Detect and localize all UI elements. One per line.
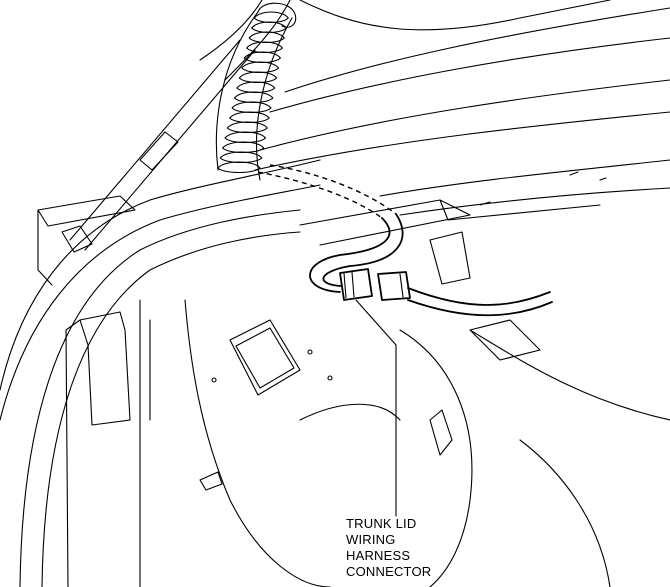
- grommet-rib: [246, 41, 283, 54]
- grommet-rib: [238, 71, 278, 84]
- grommet-rib: [224, 131, 266, 144]
- support-strut: [61, 39, 256, 253]
- grommet-rib: [226, 121, 268, 134]
- grommet-rib: [243, 51, 281, 64]
- grommet-rib: [251, 21, 287, 34]
- callout-line-1: TRUNK LID: [346, 516, 417, 531]
- grommet-rib: [241, 61, 280, 74]
- grommet-rib: [253, 11, 289, 24]
- callout-line-3: HARNESS: [346, 548, 411, 563]
- trunk-lid-wiring-harness-connector-label: TRUNK LID WIRING HARNESS CONNECTOR: [346, 516, 431, 580]
- connector-left: [339, 268, 373, 301]
- callout-line-2: WIRING: [346, 532, 396, 547]
- connector-right: [377, 271, 411, 301]
- callout-line-4: CONNECTOR: [346, 564, 432, 579]
- grommet-rib: [231, 101, 272, 114]
- grommet-rib: [222, 141, 265, 154]
- grommet-rib: [229, 111, 270, 124]
- corrugated-grommet: [215, 2, 297, 181]
- grommet-rib: [236, 81, 276, 94]
- grommet-rib: [219, 151, 263, 164]
- grommet-rib: [233, 91, 274, 104]
- body-panel-details: [65, 199, 670, 587]
- hinge-arm: [0, 159, 321, 587]
- hidden-harness-path: [257, 164, 397, 219]
- wiring-harness: [309, 213, 553, 317]
- grommet-rib: [217, 161, 261, 174]
- callout-leader-line: [355, 299, 397, 517]
- trunk-lid-panel: [199, 0, 670, 216]
- grommet-rib: [248, 31, 285, 44]
